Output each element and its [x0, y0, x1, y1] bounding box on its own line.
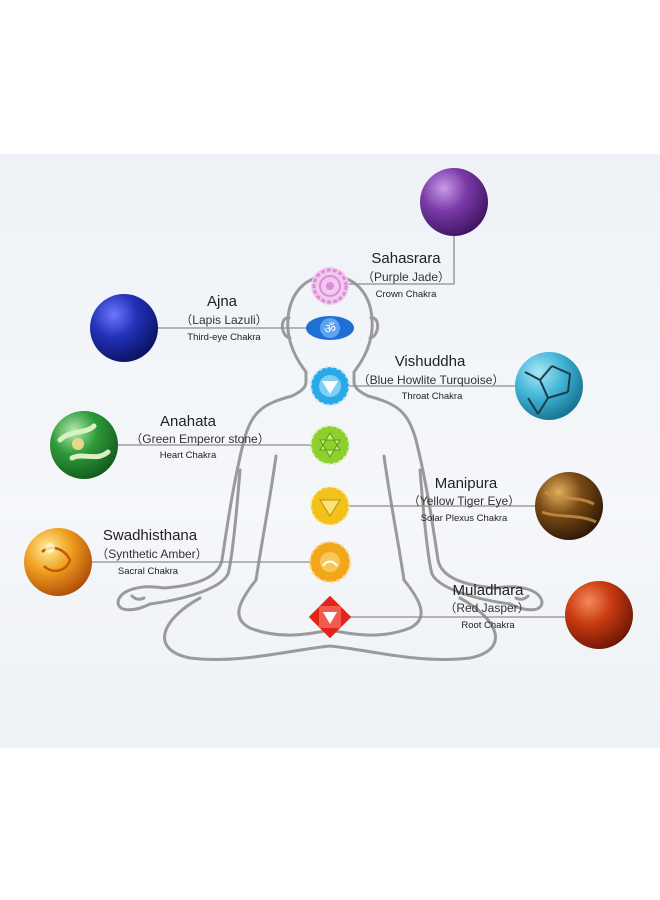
- chakra-symbol-anahata: [310, 425, 350, 465]
- chakra-symbol-swadhisthana: [309, 541, 351, 583]
- stone-blue-howlite-turquoise: [515, 352, 583, 420]
- figure-left-forearm: [148, 468, 242, 606]
- figure-left-hand: [116, 585, 166, 612]
- label-ajna-subtitle: Third-eye Chakra: [187, 332, 261, 343]
- figure-right-hand: [494, 585, 544, 612]
- label-swadhisthana-name: Swadhisthana: [102, 527, 198, 544]
- label-swadhisthana-subtitle: Sacral Chakra: [117, 566, 179, 577]
- figure-left-arm: [162, 394, 294, 590]
- meditating-figure: [116, 274, 544, 661]
- label-swadhisthana-stone: （Synthetic Amber）: [96, 547, 208, 561]
- label-sahasrara-stone: （Purple Jade）: [361, 270, 451, 284]
- label-vishuddha-subtitle: Throat Chakra: [401, 391, 463, 402]
- label-ajna-stone: （Lapis Lazuli）: [180, 313, 268, 327]
- stone-purple-jade: [420, 168, 488, 236]
- label-anahata-name: Anahata: [160, 413, 216, 430]
- label-sahasrara-subtitle: Crown Chakra: [375, 289, 437, 300]
- stone-green-emperor: [50, 411, 118, 479]
- figure-ears: [280, 316, 380, 340]
- chakra-symbol-muladhara: [308, 595, 352, 639]
- stone-synthetic-amber: [24, 528, 92, 596]
- chakra-symbol-vishuddha: [310, 366, 350, 406]
- stone-red-jasper: [565, 581, 633, 649]
- stone-yellow-tiger-eye: [535, 472, 603, 540]
- chakra-symbol-ajna: ॐ: [306, 316, 354, 340]
- label-manipura-stone: （Yellow Tiger Eye）: [407, 494, 521, 508]
- label-anahata-subtitle: Heart Chakra: [159, 450, 217, 461]
- label-ajna-name: Ajna: [206, 293, 238, 310]
- figure-legs: [163, 596, 497, 661]
- chakra-symbol-sahasrara: [311, 267, 349, 305]
- figure-right-forearm: [418, 468, 512, 606]
- ajna-om-glyph: ॐ: [324, 322, 336, 337]
- label-muladhara-name: Muladhara: [452, 582, 524, 599]
- figure-head: [286, 274, 374, 398]
- label-vishuddha-name: Vishuddha: [394, 353, 466, 370]
- label-muladhara-subtitle: Root Chakra: [461, 620, 515, 631]
- stone-lapis-lazuli: [90, 294, 158, 362]
- label-muladhara-stone: （Red Jasper）: [444, 601, 530, 615]
- label-manipura-name: Manipura: [434, 475, 498, 492]
- label-anahata-stone: （Green Emperor stone）: [130, 432, 270, 446]
- label-manipura-subtitle: Solar Plexus Chakra: [420, 513, 508, 524]
- connector-sahasrara: [348, 236, 455, 285]
- figure-right-arm: [366, 394, 498, 590]
- chakra-symbol-manipura: [310, 486, 350, 526]
- figure-torso-right: [382, 454, 406, 582]
- figure-torso-left: [254, 454, 278, 582]
- label-sahasrara-name: Sahasrara: [371, 250, 441, 267]
- label-vishuddha-stone: （Blue Howlite Turquoise）: [357, 373, 505, 387]
